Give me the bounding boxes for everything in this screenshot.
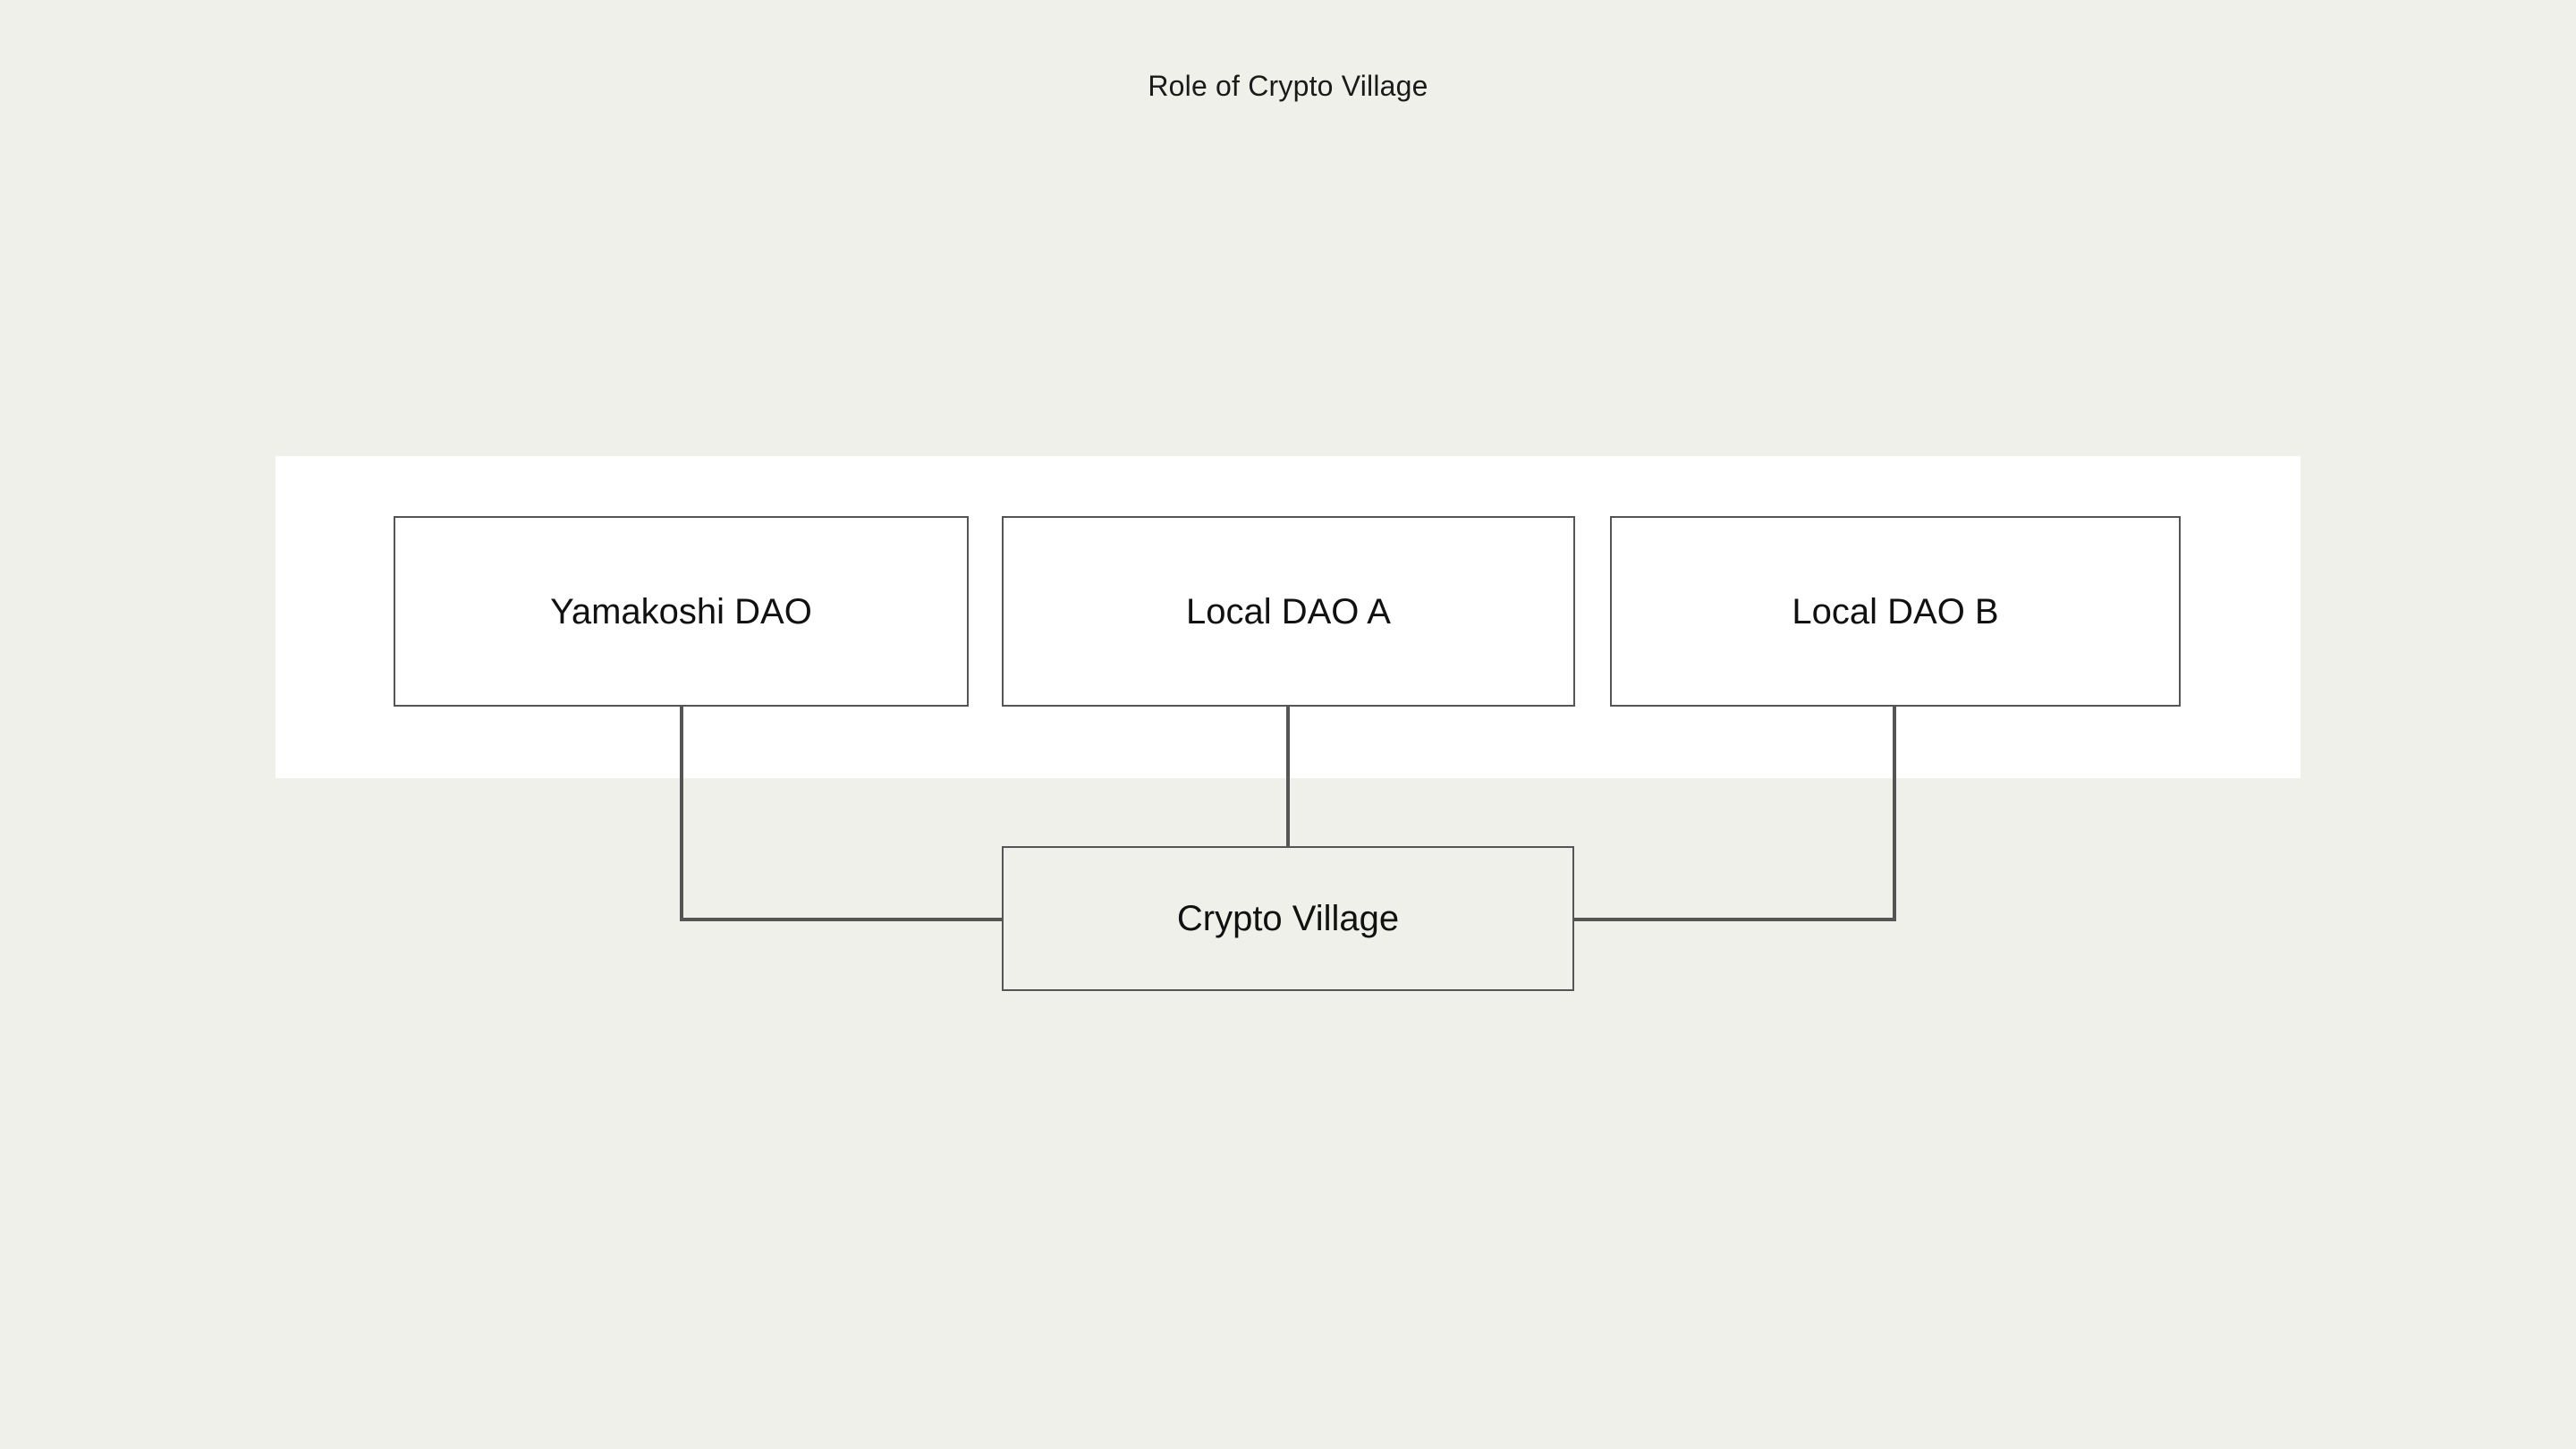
page-title: Role of Crypto Village	[1148, 70, 1428, 102]
node-label: Yamakoshi DAO	[550, 591, 812, 631]
node-local-dao-b[interactable]: Local DAO B	[1610, 516, 2181, 707]
node-local-dao-a[interactable]: Local DAO A	[1002, 516, 1575, 707]
node-yamakoshi-dao[interactable]: Yamakoshi DAO	[394, 516, 969, 707]
node-crypto-village[interactable]: Crypto Village	[1002, 846, 1574, 991]
node-label: Crypto Village	[1176, 899, 1400, 938]
node-label: Local DAO B	[1792, 591, 1999, 631]
node-label: Local DAO A	[1185, 591, 1391, 631]
